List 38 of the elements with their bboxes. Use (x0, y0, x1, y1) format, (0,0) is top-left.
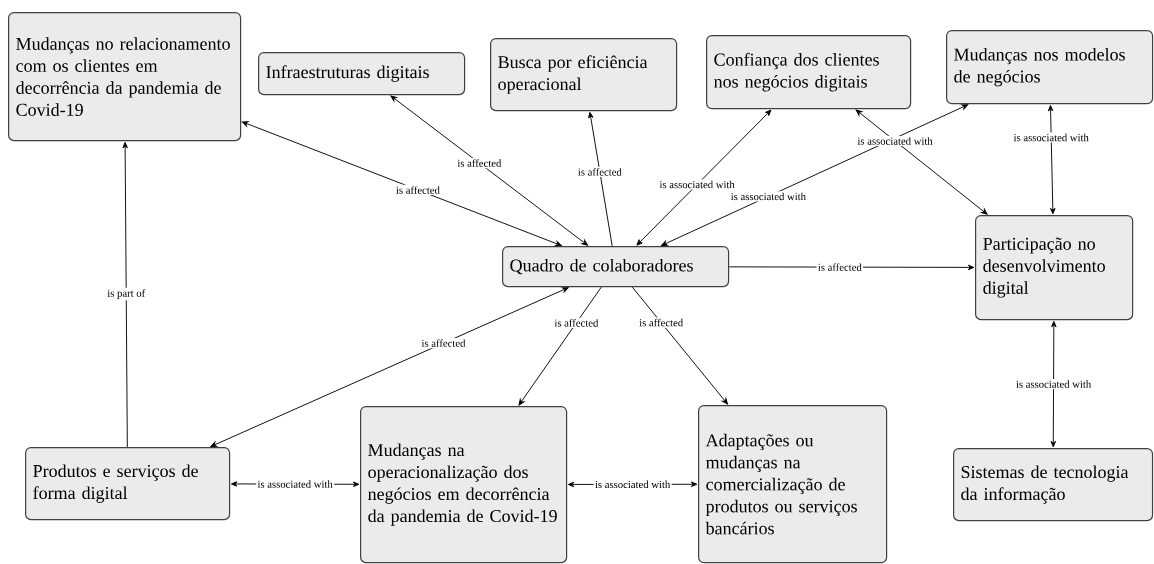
edge-label: is affected (553, 317, 600, 328)
concept-box: Mudanças nos modelos de negócios (946, 30, 1154, 105)
arrow (855, 109, 988, 215)
edge-label: is affected (394, 184, 442, 196)
arrow (518, 286, 602, 406)
arrow (1047, 105, 1056, 215)
concept-box: Adaptações ou mudanças na comercialização de produtos ou serviços bancários (698, 405, 888, 564)
concept-box: Mudanças na operacionalização dos negócios em decorrência da pandemia de Covid-19 (360, 406, 568, 564)
arrow (636, 109, 772, 246)
edge-label: is associated with (729, 191, 808, 202)
edge-label: is affected (456, 157, 503, 169)
arrow (210, 287, 569, 447)
concept-box: Quadro de colaboradores (502, 246, 730, 288)
arrow (661, 104, 969, 246)
concept-box: Mudanças no relacionamento com os clientes em decorrência da pandemia de Covid-19 (8, 12, 242, 142)
edge-label: is associated with (658, 179, 737, 190)
edge-label: is associated with (856, 135, 934, 147)
edge-label: is associated with (256, 479, 335, 490)
concept-box: Participação no desenvolvimento digital (975, 215, 1134, 321)
concept-box: Confiança dos clientes nos negócios digitais (706, 35, 912, 110)
edge-label: is affected (576, 166, 624, 177)
concept-box: Infraestruturas digitais (258, 52, 466, 96)
edge-label: is part of (105, 287, 147, 301)
arrow (122, 141, 128, 448)
concept-box: Busca por eficiência operacional (490, 38, 678, 112)
arrow (390, 95, 589, 246)
arrow (241, 121, 562, 247)
arrow (631, 286, 729, 405)
arrow (588, 111, 613, 247)
edge-label: is associated with (1012, 132, 1091, 143)
edge-label: is affected (816, 261, 864, 273)
edge-label: is associated with (1014, 379, 1093, 390)
arrow (1050, 320, 1057, 448)
edge-label: is associated with (593, 479, 672, 490)
edge-label: is affected (420, 338, 467, 349)
concept-box: Sistemas de tecnologia da informação (953, 448, 1154, 522)
concept-box: Produtos e serviços de forma digital (25, 447, 231, 521)
edge-label: is affected (637, 317, 685, 328)
